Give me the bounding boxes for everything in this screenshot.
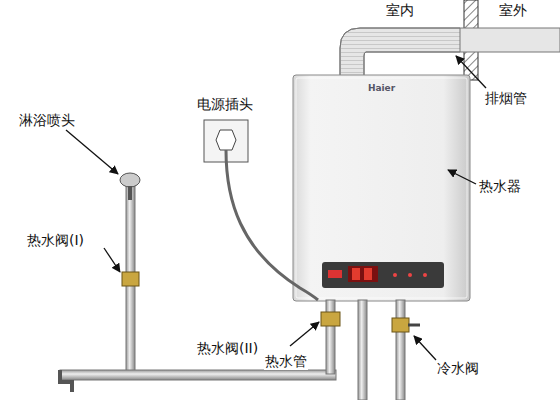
pipes [60,186,420,400]
part-label: 冷水阀 [436,360,480,377]
leader-lines [66,56,486,360]
exhaust-pipe [340,28,560,80]
part-label: 室内 [385,2,415,19]
part-label: 电源插头 [196,96,254,113]
part-label: 淋浴喷头 [18,112,76,129]
heater-box: Haier [293,75,470,301]
brand-logo: Haier [293,83,470,93]
shower-head [120,173,140,200]
part-label: 排烟管 [484,90,528,107]
part-label: 热水管 [264,353,308,370]
part-label: 室外 [498,2,528,19]
part-label: 热水器 [478,178,522,195]
power-socket [204,120,318,300]
part-label: 热水阀(II) [196,340,259,357]
water-heater [293,75,470,301]
part-label: 热水阀(I) [26,232,85,249]
